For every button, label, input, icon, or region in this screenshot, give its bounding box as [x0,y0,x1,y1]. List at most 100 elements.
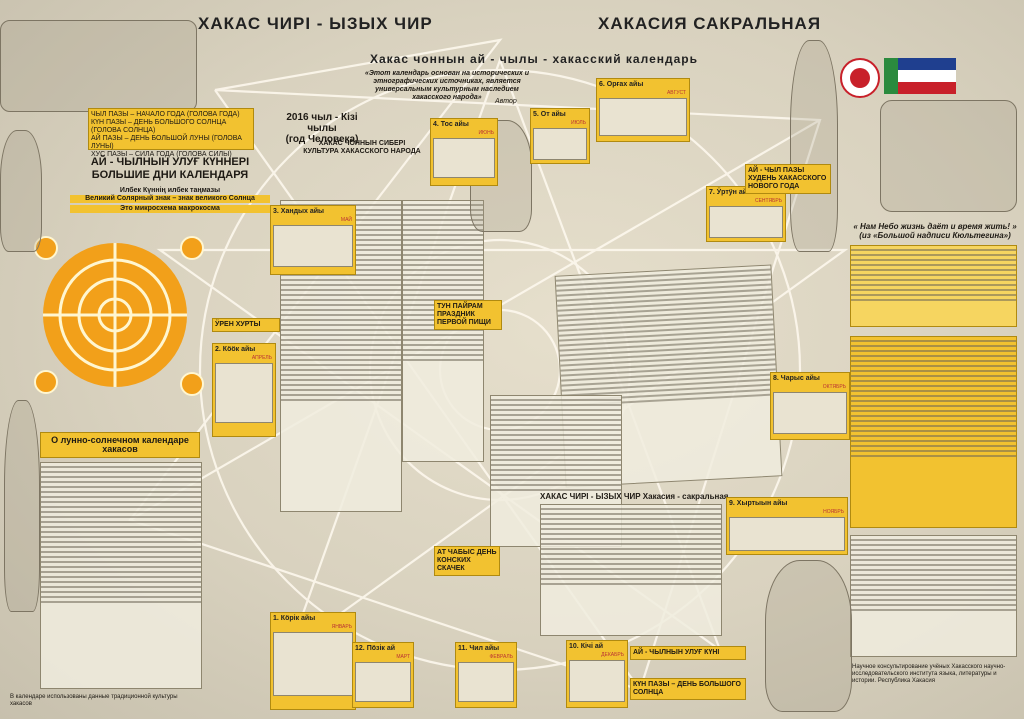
event-tun-payram: ТУН ПАЙРАМ ПРАЗДНИК ПЕРВОЙ ПИЩИ [434,300,502,330]
stele-sketch [880,100,1017,212]
stele-sketch [765,560,852,712]
month-grid [709,206,783,238]
year-line4: КУЛЬТУРА ХАКАССКОГО НАРОДА [303,148,421,155]
month-ru: ДЕКАБРЬ [601,652,624,658]
sky-quote-text: « Нам Небо жизнь даёт и время жить! » [853,222,1017,231]
month-ru: СЕНТЯБРЬ [754,198,782,204]
event-ay-chyl: АЙ - ЧЫЛ ПАЗЫ ХУДЕНЬ ХАКАССКОГО НОВОГО Г… [745,164,831,194]
center-mid-text [402,200,484,462]
big-days-ru: БОЛЬШИЕ ДНИ КАЛЕНДАРЯ [91,169,249,181]
stele-sketch [0,130,42,252]
event-ay-kun: АЙ - ЧЫЛНЫН УЛУҒ КҮНІ [630,646,746,660]
right-long-text [850,535,1017,657]
month-box-jul: 5. От айы ИЮЛЬ [530,108,590,164]
sun-small-icon [180,236,204,260]
month-title: 10. Кічі ай [569,643,604,650]
title-left: ХАКАС ЧИРІ - ЫЗЫХ ЧИР [198,14,433,33]
event-uryn-hurty: ӰРЕН ХУРТЫ [212,318,280,332]
month-grid [569,660,625,702]
month-box-feb: 11. Чил айы ФЕВРАЛЬ [455,642,517,708]
right-info-box [850,245,1017,327]
month-box-may: 3. Хандых айы МАЙ [270,205,356,275]
year-line1: 2016 чыл - Кізі чылы [286,112,358,134]
month-ru: ИЮНЬ [478,130,494,136]
month-ru: ФЕВРАЛЬ [489,654,513,660]
sun-small-icon [34,370,58,394]
header-quote: «Этот календарь основан на исторических … [364,70,530,101]
left-legend-box: ЧЫЛ ПАЗЫ – НАЧАЛО ГОДА (ГОЛОВА ГОДА) КҮН… [88,108,254,158]
month-title: 9. Хыртыын айы [729,500,788,507]
month-box-nov: 9. Хыртыын айы НОЯБРЬ [726,497,848,555]
event-kun-pazy: КҮН ПАЗЫ – ДЕНЬ БОЛЬШОГО СОЛНЦА [630,678,746,700]
month-ru: ЯНВАРЬ [331,624,352,630]
legend-moon: АЙ ПАЗЫ – ДЕНЬ БОЛЬШОЙ ЛУНЫ (ГОЛОВА ЛУНЫ… [91,135,242,150]
month-box-jun: 4. Тос айы ИЮНЬ [430,118,498,186]
month-ru: ОКТЯБРЬ [822,384,846,390]
sun-wheel-icon [43,243,187,387]
lunisolar-text [40,462,202,689]
month-title: 4. Тос айы [433,121,469,128]
month-box-aug: 6. Орғах айы АВГУСТ [596,78,690,142]
month-ru: АВГУСТ [666,90,686,96]
lunisolar-heading: О лунно-солнечном календаре хакасов [40,432,200,458]
month-title: 7. Ӱртӱн айы [709,189,754,196]
title-right: ХАКАСИЯ САКРАЛЬНАЯ [598,14,822,33]
month-title: 1. Кӧрік айы [273,615,316,622]
sky-quote: « Нам Небо жизнь даёт и время жить! » (и… [850,222,1020,240]
month-ru: МАРТ [396,654,410,660]
month-title: 6. Орғах айы [599,81,644,88]
month-grid [273,632,353,696]
big-days-heading: АЙ - ЧЫЛНЫН УЛУҒ КҮННЕРІ БОЛЬШИЕ ДНИ КАЛ… [65,156,275,182]
month-grid [533,128,587,160]
stele-sketch [4,400,40,612]
month-grid [355,662,411,702]
month-grid [273,225,353,267]
emblem-icon [840,58,880,98]
month-title: 8. Чарыс айы [773,375,820,382]
microcosm-2: Это микросхема макрокосма [70,205,270,213]
month-grid [215,363,273,423]
month-ru: ИЮЛЬ [571,120,586,126]
month-title: 2. Кӧӧк айы [215,346,256,353]
month-grid [433,138,495,178]
month-ru: НОЯБРЬ [823,509,844,515]
legend-power: ХУС ПАЗЫ – СИЛА ГОДА (ГОЛОВА СИЛЫ) [91,151,232,158]
footer-left-note: В календаре использованы данные традицио… [10,694,178,707]
big-days-kh: АЙ - ЧЫЛНЫН УЛУҒ КҮННЕРІ [90,156,250,168]
stele-sketch [790,40,838,252]
microcosm-ru: Великий Солярный знак – знак великого Со… [70,195,270,203]
month-grid [729,517,845,551]
quote-author: Автор [495,98,517,105]
legend-big-sun: КҮН ПАЗЫ – ДЕНЬ БОЛЬШОГО СОЛНЦА (ГОЛОВА … [91,119,227,134]
month-box-sep: 7. Ӱртӱн айы СЕНТЯБРЬ [706,186,786,242]
month-box-apr: 2. Кӧӧк айы АПРЕЛЬ [212,343,276,437]
sky-quote-source: (из «Большой надписи Кюльтегина») [859,231,1011,240]
month-grid [458,662,514,702]
month-box-jan: 1. Кӧрік айы ЯНВАРЬ [270,612,356,710]
year-line2: (год Человека) [285,134,359,145]
microcosm-caption: Илбек Күннің илбек таңмазы Великий Соляр… [70,187,270,213]
microcosm-kh: Илбек Күннің илбек таңмазы [119,187,221,194]
footer-right-note: Научное консультирование учёных Хакасско… [852,664,1006,684]
month-title: 11. Чил айы [458,645,500,652]
month-ru: МАЙ [340,217,352,223]
month-grid [599,98,687,136]
legend-new-year: ЧЫЛ ПАЗЫ – НАЧАЛО ГОДА (ГОЛОВА ГОДА) [91,111,240,118]
month-box-mar: 12. Пӧзік ай МАРТ [352,642,414,708]
year-title: 2016 чыл - Кізі чылы (год Человека) [272,112,372,145]
petroglyph-sketch [0,20,197,112]
year-line3: ХАКАС ЧОННЫН СИБЕРІ [318,140,406,147]
month-ru: АПРЕЛЬ [251,355,272,361]
flag-icon [884,58,956,94]
sun-small-icon [180,372,204,396]
month-box-dec: 10. Кічі ай ДЕКАБРЬ [566,640,628,708]
sacral-header: ХАКАС ЧИРІ - ЫЗЫХ ЧИР Хакасия - сакральн… [540,492,729,501]
month-box-oct: 8. Чарыс айы ОКТЯБРЬ [770,372,850,440]
month-grid [773,392,847,434]
month-title: 5. От айы [533,111,566,118]
right-deities-box [850,336,1017,528]
month-title: 3. Хандых айы [273,208,325,215]
event-ad-chabysh: АТ ЧАБЫС ДЕНЬ КОНСКИХ СКАЧЕК [434,546,500,576]
culture-title: ХАКАС ЧОННЫН СИБЕРІ КУЛЬТУРА ХАКАССКОГО … [272,140,452,156]
